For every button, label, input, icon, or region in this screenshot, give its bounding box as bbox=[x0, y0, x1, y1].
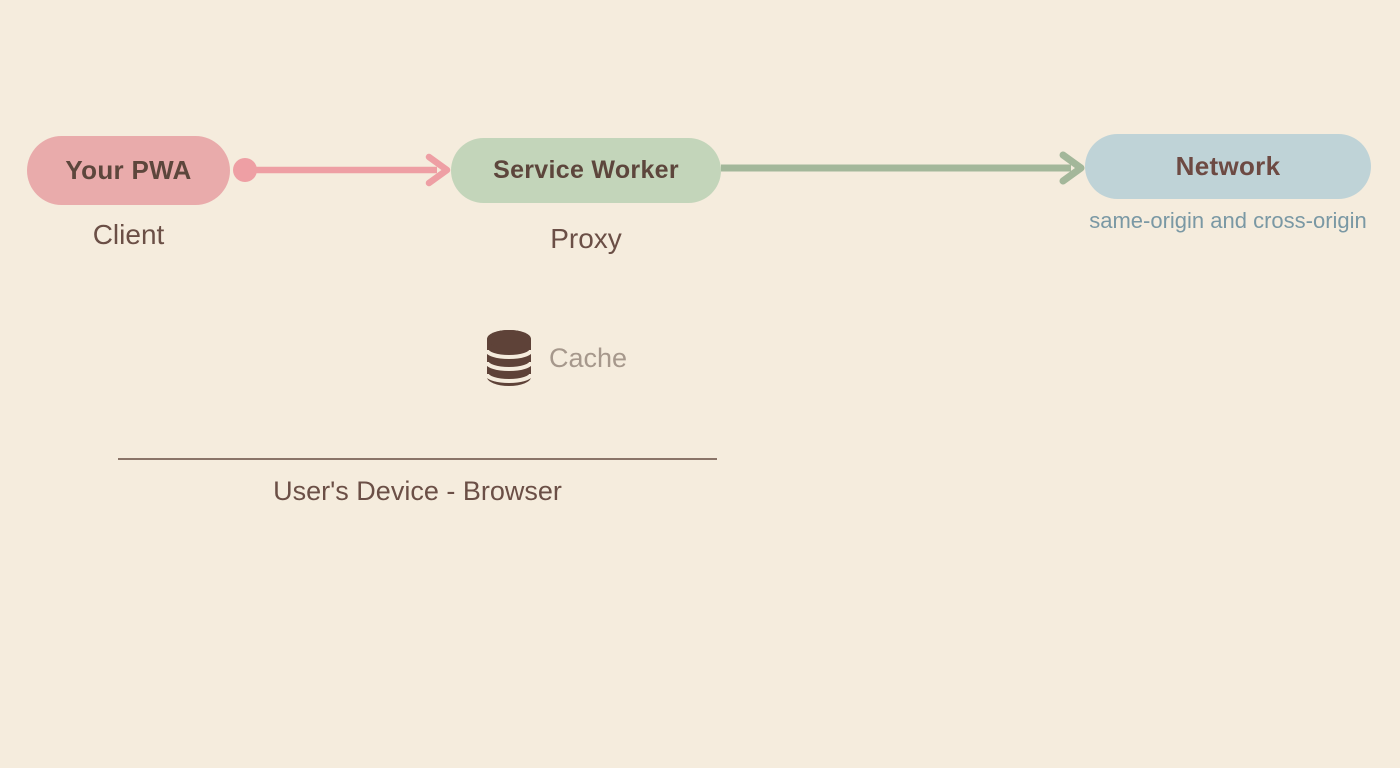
database-separator bbox=[485, 349, 533, 359]
arrowhead-icon bbox=[1059, 151, 1085, 185]
node-service-worker: Service Worker bbox=[451, 138, 721, 203]
database-separator bbox=[485, 361, 533, 371]
label-proxy: Proxy bbox=[550, 223, 622, 254]
arrow-start-dot bbox=[233, 158, 257, 182]
arrowhead-icon bbox=[425, 153, 451, 187]
database-icon bbox=[485, 330, 533, 386]
label-same-origin-cross-origin: same-origin and cross-origin bbox=[1089, 208, 1367, 233]
node-network-label: Network bbox=[1175, 151, 1281, 181]
label-client: Client bbox=[92, 219, 165, 250]
arrow-service-worker-to-network bbox=[721, 151, 1085, 185]
label-cache: Cache bbox=[549, 342, 628, 373]
label-users-device-browser: User's Device - Browser bbox=[273, 476, 562, 506]
arrow-pwa-to-service-worker bbox=[233, 153, 451, 187]
database-top bbox=[487, 330, 531, 348]
device-boundary-line bbox=[118, 458, 717, 460]
node-your-pwa: Your PWA bbox=[27, 136, 230, 205]
cache-group: Cache bbox=[485, 330, 627, 386]
node-your-pwa-label: Your PWA bbox=[65, 155, 192, 185]
database-separator bbox=[485, 373, 533, 383]
node-network: Network bbox=[1085, 134, 1371, 199]
node-service-worker-label: Service Worker bbox=[493, 156, 679, 184]
